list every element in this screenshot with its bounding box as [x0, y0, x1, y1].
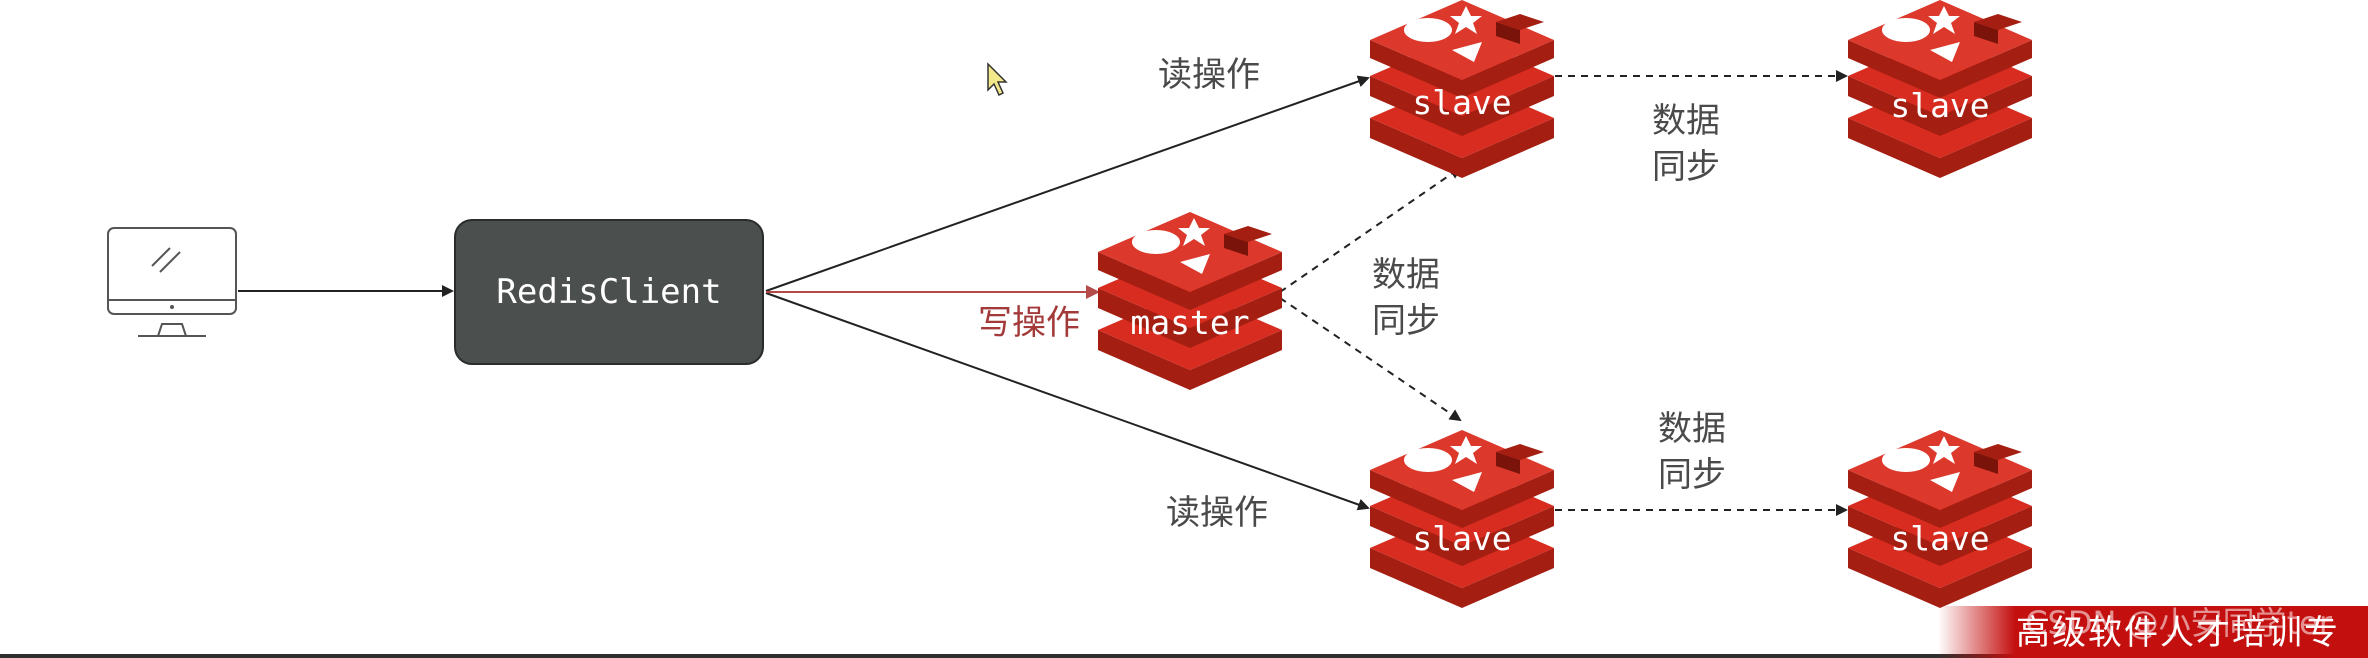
redis-client-label: RedisClient [496, 272, 722, 312]
computer-monitor-icon [107, 227, 237, 337]
redis-client-box: RedisClient [454, 219, 764, 365]
slave-bottom-label: slave [1412, 519, 1512, 558]
footer-banner: 高级软件人才培训专 CSDN @小安同学ter [1938, 604, 2368, 658]
edge-sync-master-bottom [1279, 297, 1462, 422]
write-label: 写操作 [978, 303, 1080, 343]
read-bottom-label: 读操作 [1166, 493, 1268, 533]
slave-top-right-label: slave [1890, 86, 1990, 125]
master-label: master [1130, 303, 1250, 342]
read-top-label: 读操作 [1158, 55, 1260, 95]
sync-middle-label: 数据 同步 [1372, 255, 1440, 341]
bottom-divider [0, 654, 2368, 658]
edge-read-top [765, 75, 1370, 292]
slave-top-label: slave [1412, 83, 1512, 122]
edge-read-bottom [765, 292, 1370, 511]
sync-top-label: 数据 同步 [1652, 101, 1720, 187]
sync-bottom-label: 数据 同步 [1658, 409, 1726, 495]
redis-master-icon [1098, 212, 1282, 390]
csdn-watermark: CSDN @小安同学ter [2025, 604, 2332, 642]
mouse-cursor-icon [987, 62, 1008, 97]
slave-bottom-right-label: slave [1890, 519, 1990, 558]
edge-sync-master-top [1279, 166, 1462, 293]
footer-banner-text: 高级软件人才培训专 [2016, 613, 2340, 653]
